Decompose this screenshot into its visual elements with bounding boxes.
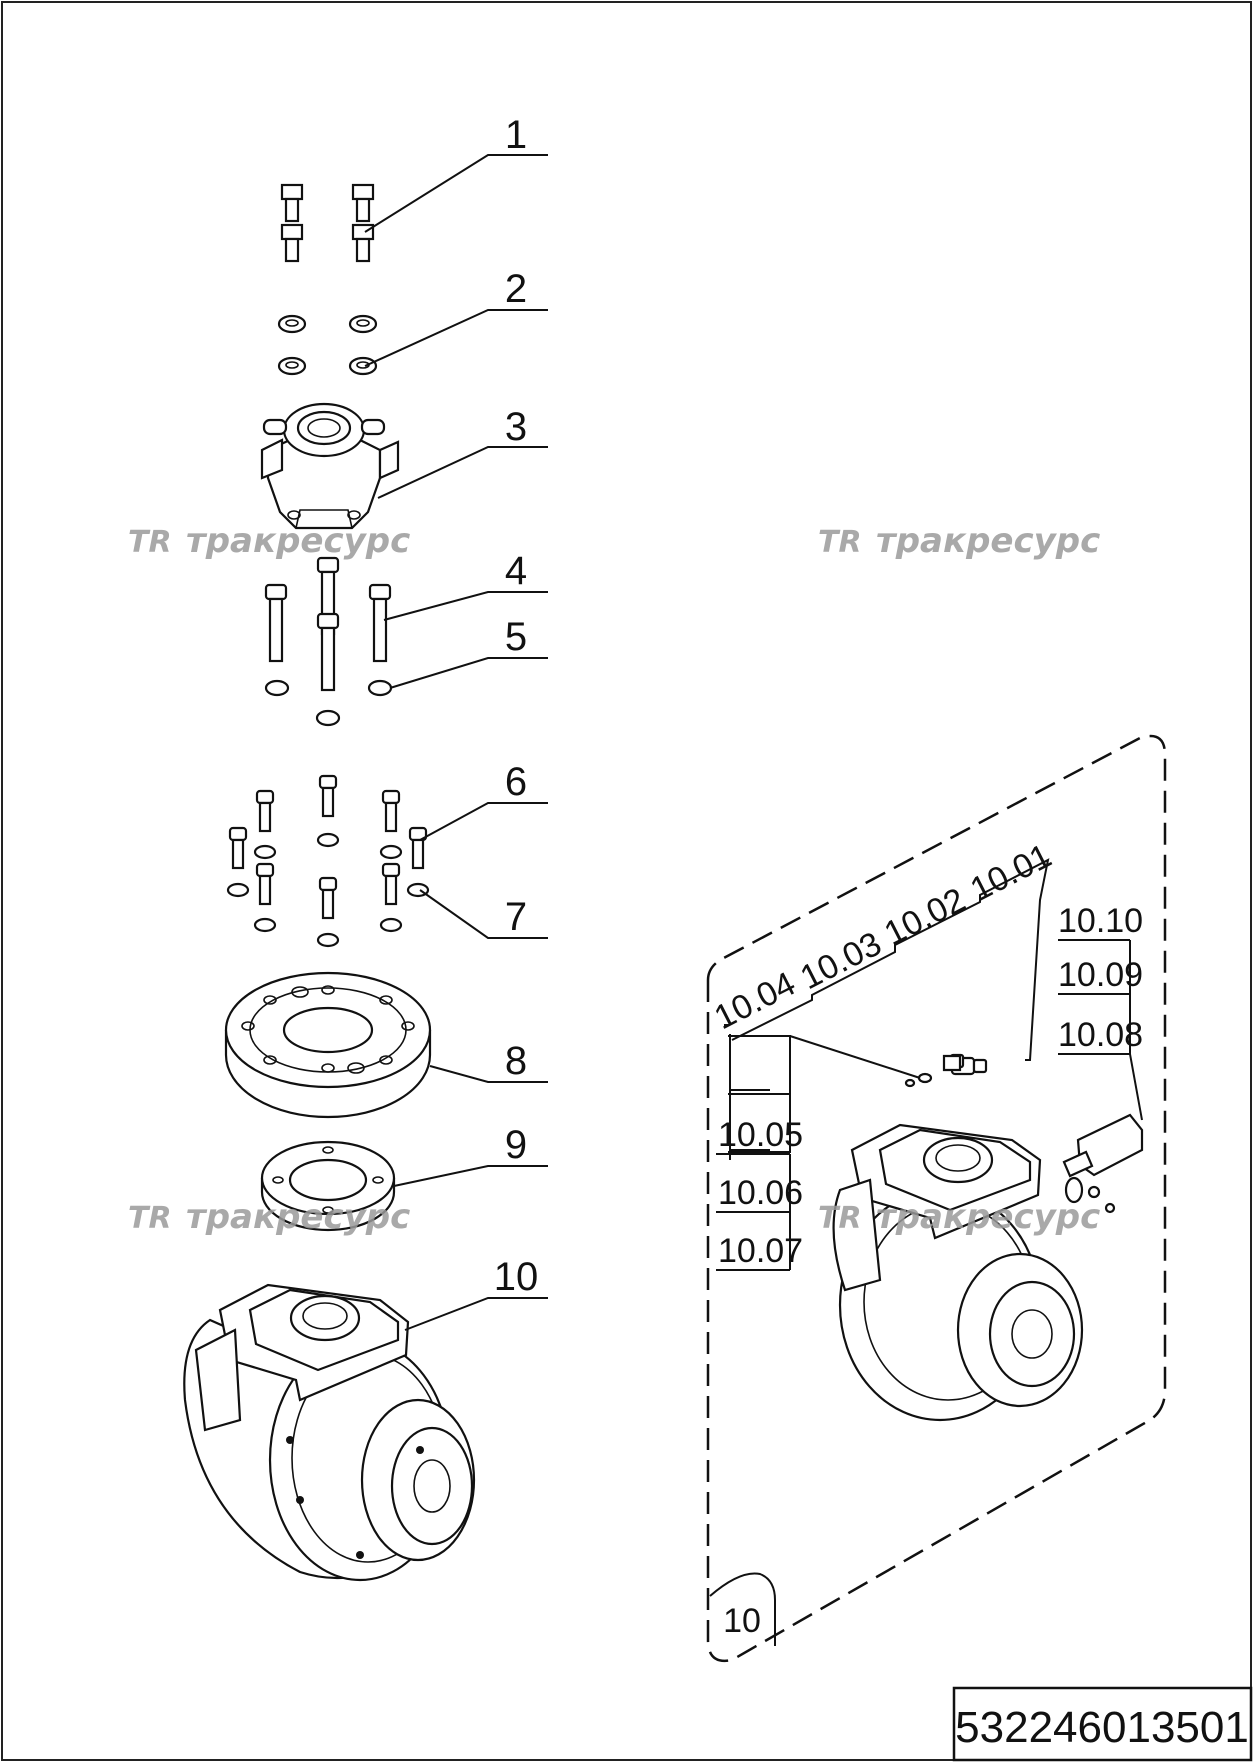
part-9-plate [260,1140,396,1232]
detail-box [706,734,1167,1663]
detail-label-10-03: 10.03 [794,925,887,997]
detail-label-10-10: 10.10 [1058,902,1143,940]
callout-numbers: 1 2 3 4 5 6 7 8 9 10 [494,113,539,1299]
watermark-logo-icon: TR [128,525,172,560]
callout-4: 4 [505,549,527,593]
document-number-box: 532246013501 [952,1686,1253,1762]
part-6-screws [228,774,428,920]
detail-label-10-07: 10.07 [718,1232,803,1270]
watermark-logo-icon: TR [818,525,862,560]
watermark-text: тракресурс [876,521,1100,561]
detail-label-10-06: 10.06 [718,1174,803,1212]
part-10-hub-motor [183,1283,476,1582]
part-3-bracket [260,402,400,530]
callout-9: 9 [505,1123,527,1167]
watermarks: TR тракресурс TR тракресурс TR тракресур… [128,521,1100,1237]
callout-3: 3 [505,405,527,449]
callout-5: 5 [505,615,527,659]
document-number: 532246013501 [955,1703,1249,1752]
detail-label-10-04: 10.04 [708,965,801,1037]
detail-label-10-02: 10.02 [878,881,971,953]
callout-10: 10 [494,1255,539,1299]
callout-1: 1 [505,113,527,157]
detail-label-10-01: 10.01 [964,837,1057,909]
callout-6: 6 [505,760,527,804]
callout-7: 7 [505,895,527,939]
watermark-text: тракресурс [876,1197,1100,1237]
watermark-logo-icon: TR [128,1201,172,1236]
callout-8: 8 [505,1039,527,1083]
leader-lines [364,154,1143,1646]
part-2-washers [277,314,378,376]
part-5-washers [264,679,393,727]
detail-label-10-05: 10.05 [718,1116,803,1154]
part-7-washers [226,832,430,948]
part-4-long-bolts [264,556,392,692]
detail-label-10-09: 10.09 [1058,956,1143,994]
detail-label-10-08: 10.08 [1058,1016,1143,1054]
watermark-text: тракресурс [186,1197,410,1237]
detail-tag: 10 [723,1602,761,1640]
part-8-flange-ring [224,971,432,1119]
watermark-text: тракресурс [186,521,410,561]
watermark-logo-icon: TR [818,1201,862,1236]
callout-2: 2 [505,267,527,311]
part-1-bolts [280,183,375,263]
